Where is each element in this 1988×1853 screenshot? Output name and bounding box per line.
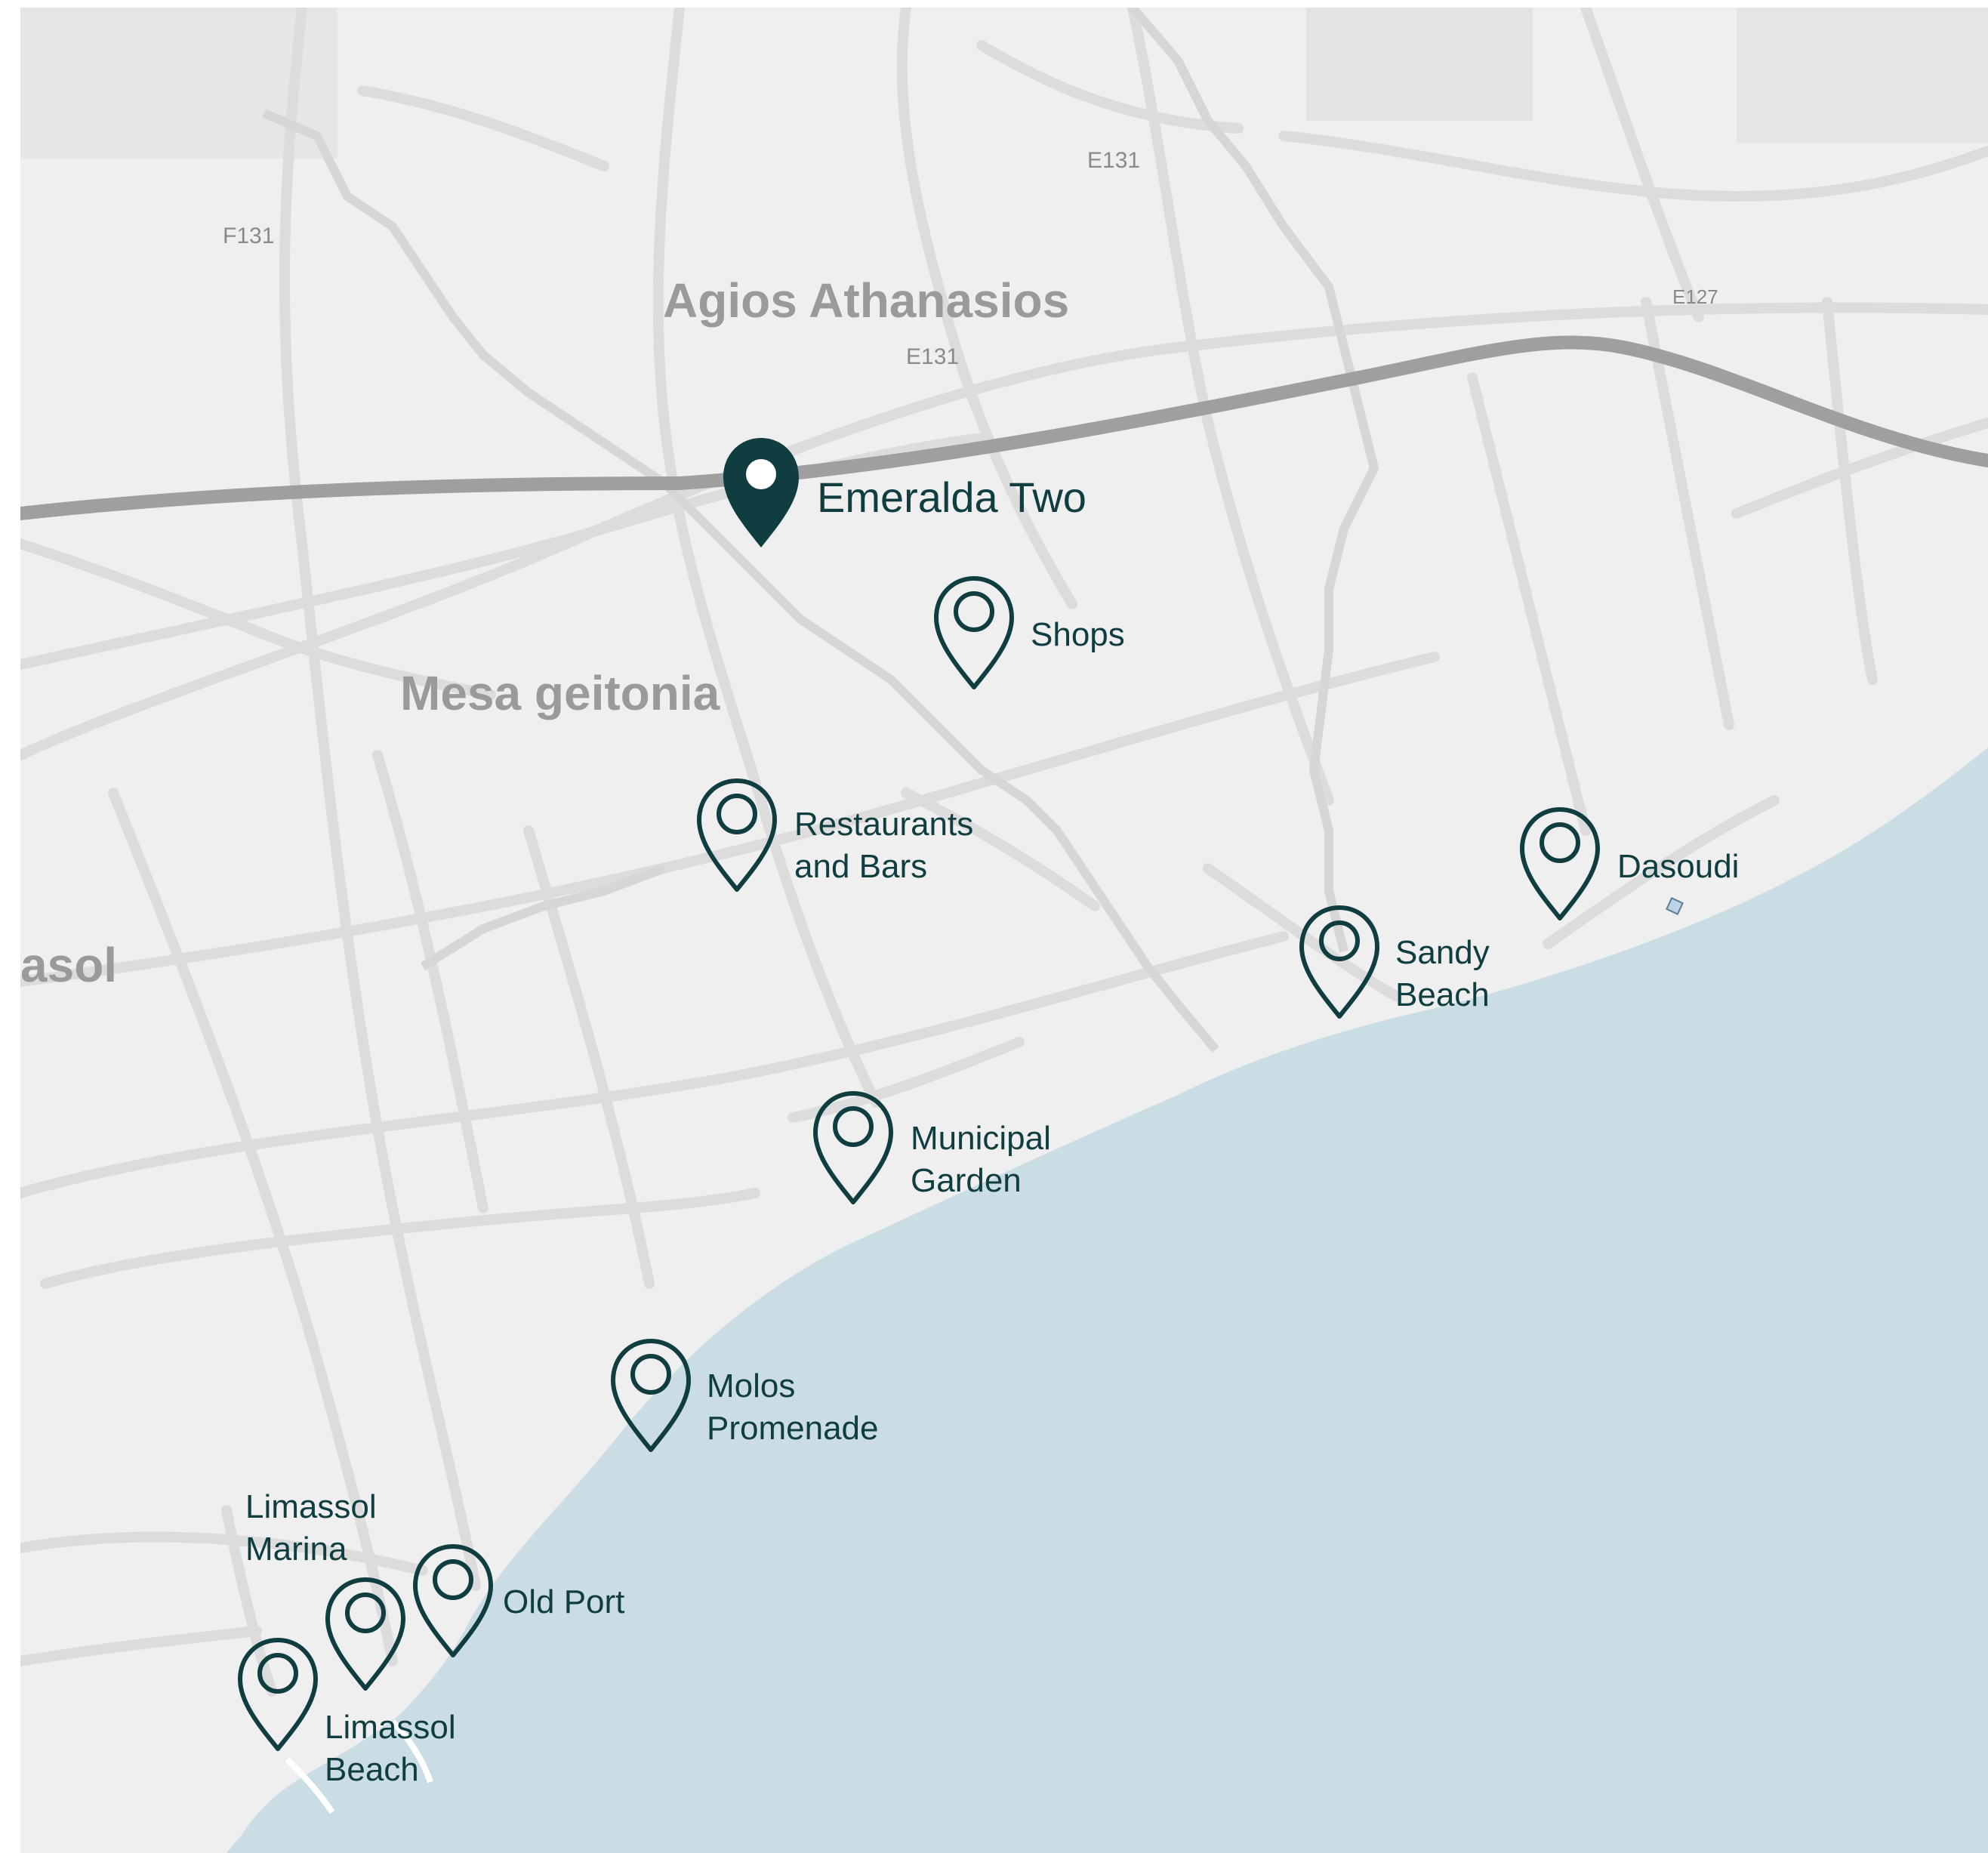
- poi-label-line-1: Limassol: [245, 1488, 377, 1525]
- landmark-square-icon: [1666, 897, 1684, 915]
- filled-map-pin-icon: [723, 438, 799, 547]
- poi-restaurants-and-bars[interactable]: Restaurants and Bars: [699, 781, 973, 890]
- poi-molos-promenade[interactable]: Molos Promenade: [613, 1341, 878, 1450]
- poi-label-line-1: Restaurants: [794, 806, 973, 843]
- poi-label: Dasoudi: [1617, 848, 1739, 885]
- marina-pier: [285, 1757, 335, 1814]
- poi-municipal-garden[interactable]: Municipal Garden: [815, 1093, 1051, 1202]
- sea-area: [227, 748, 1988, 1853]
- poi-label-line-2: Promenade: [707, 1410, 878, 1447]
- poi-limassol-marina[interactable]: Limassol Marina: [245, 1488, 403, 1688]
- poi-label: Shops: [1031, 616, 1125, 653]
- poi-label-line-2: Marina: [245, 1531, 347, 1568]
- poi-shops[interactable]: Shops: [936, 578, 1125, 687]
- poi-sandy-beach[interactable]: Sandy Beach: [1302, 908, 1490, 1016]
- road-label-f131: F131: [223, 224, 274, 248]
- road-label-e131-north: E131: [1087, 148, 1140, 173]
- poi-label-line-1: Molos: [707, 1367, 795, 1404]
- poi-label-line-1: Limassol: [325, 1709, 456, 1746]
- main-location-label: Emeralda Two: [817, 473, 1086, 521]
- poi-label: Old Port: [503, 1583, 624, 1620]
- poi-old-port[interactable]: Old Port: [415, 1546, 624, 1655]
- border-road: [262, 8, 1379, 1053]
- poi-label-line-2: Garden: [911, 1162, 1022, 1199]
- poi-label-line-1: Sandy: [1395, 934, 1490, 971]
- pin-dot: [746, 459, 776, 489]
- poi-label-line-2: Beach: [1395, 976, 1490, 1013]
- terrain-patch: [1306, 8, 1533, 121]
- main-location-marker[interactable]: [723, 438, 799, 547]
- port-pier: [390, 1719, 433, 1784]
- poi-label-line-1: Municipal: [911, 1120, 1051, 1157]
- terrain-patch: [1737, 8, 1988, 143]
- poi-limassol-beach[interactable]: Limassol Beach: [240, 1640, 456, 1788]
- area-label-limassol: asol: [20, 938, 117, 992]
- area-label-agios-athanasios: Agios Athanasios: [663, 273, 1069, 328]
- poi-label-line-2: Beach: [325, 1751, 419, 1788]
- terrain-patch: [20, 8, 337, 159]
- map-canvas: [20, 8, 1988, 1853]
- highway-a1: [20, 335, 1988, 520]
- poi-label-line-2: and Bars: [794, 848, 927, 885]
- road-label-e131-south: E131: [906, 344, 959, 369]
- poi-dasoudi[interactable]: Dasoudi: [1522, 809, 1739, 918]
- area-label-mesa-geitonia: Mesa geitonia: [400, 666, 720, 720]
- minor-roads: [20, 8, 1988, 1697]
- road-label-e127: E127: [1672, 285, 1718, 308]
